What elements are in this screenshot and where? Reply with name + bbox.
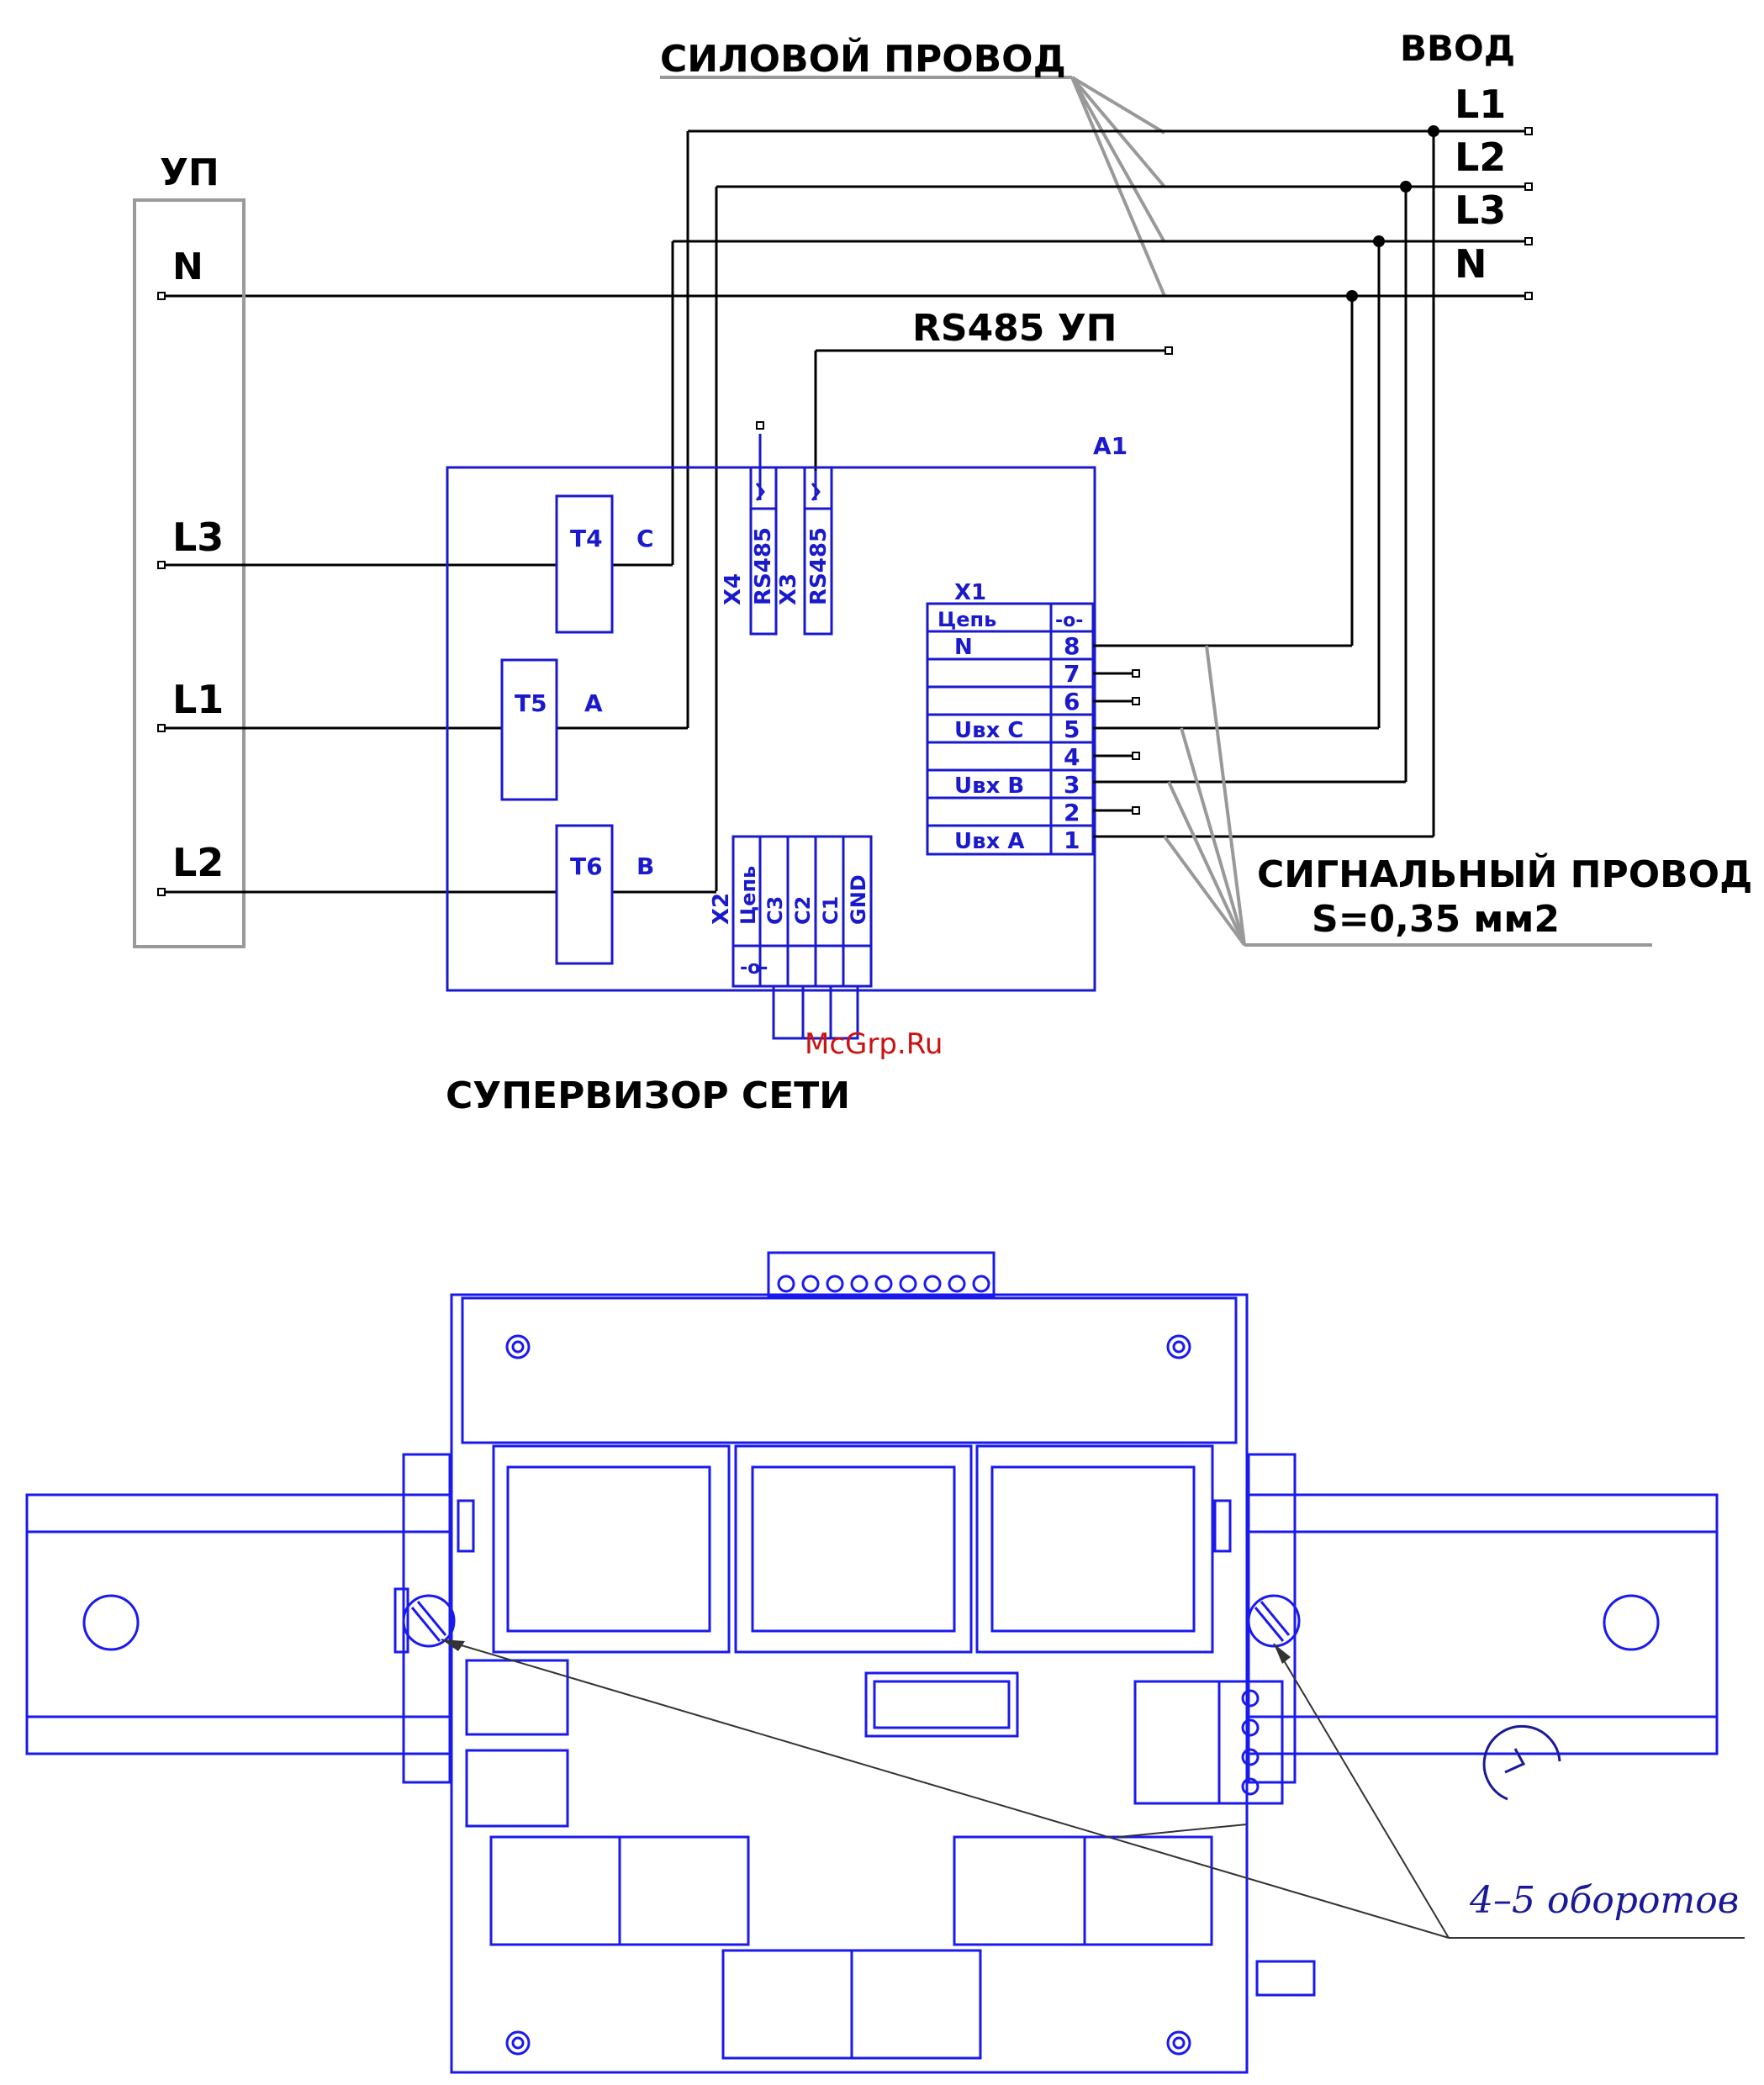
power-wire-label: СИЛОВОЙ ПРОВОД xyxy=(660,36,1066,81)
x2-col-4: GND xyxy=(847,874,870,925)
x1-row-0-name: N xyxy=(954,635,973,660)
t6-label: T6 xyxy=(570,852,603,880)
up-l2-label: L2 xyxy=(172,840,224,885)
phase-b-label: B xyxy=(636,852,654,880)
input-l3-label: L3 xyxy=(1455,187,1506,233)
rail-hole-right xyxy=(1604,1596,1658,1650)
x1-row-3-name: Uвх C xyxy=(954,718,1023,743)
input-bus xyxy=(160,131,1529,891)
input-l1-label: L1 xyxy=(1455,82,1506,127)
arrowhead-right xyxy=(1274,1644,1291,1664)
x2-circle-symbol: -o- xyxy=(740,958,768,979)
watermark: McGrp.Ru xyxy=(805,1027,943,1061)
rail-hole-left xyxy=(84,1596,138,1650)
up-block xyxy=(135,200,244,947)
x1-header: Цепь xyxy=(937,608,996,631)
phase-a-label: A xyxy=(584,689,603,717)
rs485-up-label: RS485 УП xyxy=(912,307,1117,350)
x1-row-4-pin: 4 xyxy=(1064,743,1080,771)
x4-label: X4 xyxy=(721,573,746,605)
input-l2-label: L2 xyxy=(1455,135,1506,180)
a1-label: A1 xyxy=(1093,432,1128,460)
x2-col-1: C3 xyxy=(763,896,787,925)
x1-open-ends xyxy=(1133,670,1139,814)
junction-dots xyxy=(1346,125,1439,302)
x2-col-3: C1 xyxy=(819,896,842,925)
x2-label: X2 xyxy=(709,893,734,925)
x1-label: X1 xyxy=(954,580,986,605)
input-label: ВВОД xyxy=(1400,28,1515,69)
din-rail-device-drawing xyxy=(27,1253,1717,2072)
x1-row-5-name: Uвх B xyxy=(954,773,1024,799)
x1-row-2-pin: 6 xyxy=(1064,688,1080,715)
x1-row-1-pin: 7 xyxy=(1064,660,1080,688)
x1-row-5-pin: 3 xyxy=(1064,771,1080,799)
top-terminal-screws xyxy=(779,1276,989,1291)
turns-label: 4–5 оборотов xyxy=(1469,1879,1739,1922)
up-l1-label: L1 xyxy=(172,677,224,722)
screw-right xyxy=(1249,1596,1299,1646)
x1-row-7-name: Uвх A xyxy=(954,829,1025,854)
t5-label: T5 xyxy=(515,689,547,717)
device-housing xyxy=(452,1295,1247,2072)
terminal-ends xyxy=(158,128,1532,895)
supervisor-label: СУПЕРВИЗОР СЕТИ xyxy=(446,1074,850,1117)
screw-left xyxy=(404,1596,454,1646)
x1-row-6-pin: 2 xyxy=(1064,799,1080,826)
up-n-label: N xyxy=(172,245,203,288)
t4-label: T4 xyxy=(570,525,603,552)
x3-label: X3 xyxy=(776,573,801,605)
up-l3-label: L3 xyxy=(172,515,224,560)
x1-circle-symbol: -o- xyxy=(1055,610,1083,631)
signal-wire-size-label: S=0,35 мм2 xyxy=(1312,898,1560,941)
rotation-arrow-icon xyxy=(1484,1726,1560,1799)
up-wires xyxy=(165,565,716,892)
x2-col-0: Цепь xyxy=(737,866,760,925)
up-label: УП xyxy=(160,151,219,194)
x1-row-0-pin: 8 xyxy=(1064,632,1080,660)
x1-row-3-pin: 5 xyxy=(1064,715,1080,743)
phase-c-label: C xyxy=(636,525,654,552)
x1-row-7-pin: 1 xyxy=(1064,826,1080,854)
input-n-label: N xyxy=(1455,241,1487,287)
x2-col-2: C2 xyxy=(791,896,815,925)
x4-rs485-label: RS485 xyxy=(751,527,776,605)
x3-rs485-label: RS485 xyxy=(806,527,832,605)
signal-wire-label: СИГНАЛЬНЫЙ ПРОВОД xyxy=(1257,852,1752,896)
x1-wires xyxy=(1093,646,1434,837)
